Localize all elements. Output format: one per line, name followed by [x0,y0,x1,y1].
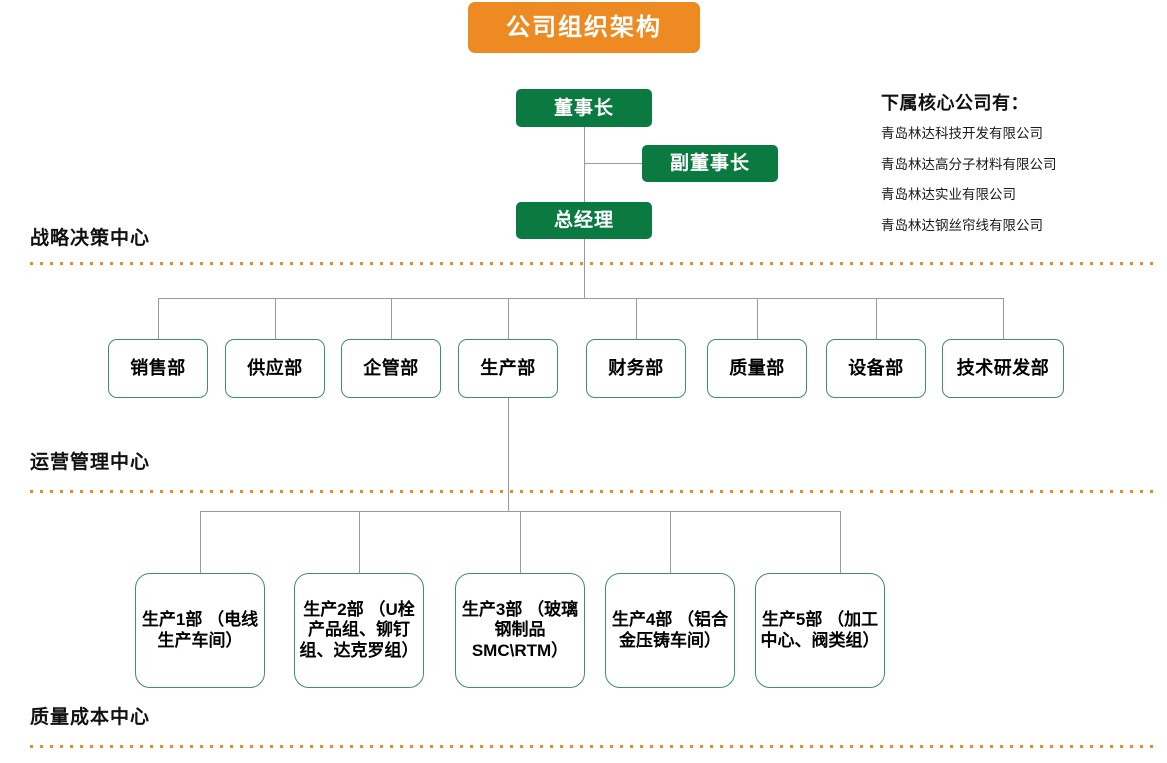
node-production-unit-3[interactable]: 生产3部 （玻璃钢制品SMC\RTM） [455,573,585,688]
connector-department-drop [876,298,877,339]
node-department-supply[interactable]: 供应部 [225,339,325,398]
node-production-unit-label: 生产5部 （加工中心、阀类组） [760,610,880,650]
node-production-unit-label: 生产2部 （U栓产品组、铆钉组、达克罗组） [299,600,419,660]
subsidiaries-heading: 下属核心公司有： [881,93,1029,113]
connector-department-drop [275,298,276,339]
node-department-label: 供应部 [247,357,303,378]
node-department-finance[interactable]: 财务部 [586,339,686,398]
section-divider-operations [30,490,1160,493]
node-production-unit-1[interactable]: 生产1部 （电线生产车间） [135,573,265,688]
connector-production-drop [359,511,360,573]
node-production-unit-2[interactable]: 生产2部 （U栓产品组、铆钉组、达克罗组） [294,573,424,688]
node-vice-chairman-label: 副董事长 [669,153,750,174]
node-department-label: 设备部 [848,357,904,378]
node-vice-chairman[interactable]: 副董事长 [642,145,778,182]
connector-department-bar [158,298,1003,299]
connector-department-drop [391,298,392,339]
node-department-label: 财务部 [608,357,664,378]
connector-department-drop [1003,298,1004,339]
node-chairman-label: 董事长 [553,97,614,119]
connector-department-drop [636,298,637,339]
node-department-quality[interactable]: 质量部 [707,339,807,398]
section-divider-strategy [30,262,1160,265]
node-production-unit-5[interactable]: 生产5部 （加工中心、阀类组） [755,573,885,688]
node-general-manager-label: 总经理 [553,210,614,231]
node-department-sales[interactable]: 销售部 [108,339,208,398]
connector-department-drop [508,298,509,339]
page-title: 公司组织架构 [506,13,662,41]
node-production-unit-4[interactable]: 生产4部 （铝合金压铸车间） [605,573,735,688]
node-department-label: 生产部 [480,357,536,378]
section-divider-quality-cost [30,745,1160,748]
connector-production-drop [670,511,671,573]
subsidiary-item: 青岛林达高分子材料有限公司 [881,156,1057,172]
node-production-unit-label: 生产1部 （电线生产车间） [141,610,259,650]
node-department-label: 技术研发部 [956,357,1050,378]
connector-department-drop [158,298,159,339]
node-general-manager[interactable]: 总经理 [516,202,652,239]
node-department-enterprise-management[interactable]: 企管部 [341,339,441,398]
section-label-operations: 运营管理中心 [30,452,151,473]
connector-gm-to-departments [584,239,585,298]
node-production-unit-label: 生产4部 （铝合金压铸车间） [611,610,729,650]
node-production-unit-label: 生产3部 （玻璃钢制品SMC\RTM） [461,600,579,660]
node-department-equipment[interactable]: 设备部 [826,339,926,398]
connector-production-trunk [508,398,509,512]
node-chairman[interactable]: 董事长 [516,89,652,127]
connector-department-drop [757,298,758,339]
connector-production-drop [520,511,521,573]
connector-production-drop [200,511,201,573]
connector-chairman-to-gm [584,127,585,202]
connector-production-drop [840,511,841,573]
node-department-label: 销售部 [130,357,186,378]
page-title-badge: 公司组织架构 [468,2,700,53]
subsidiaries-panel: 下属核心公司有： 青岛林达科技开发有限公司 青岛林达高分子材料有限公司 青岛林达… [881,94,1151,249]
node-department-technical-rd[interactable]: 技术研发部 [942,339,1064,398]
subsidiary-item: 青岛林达科技开发有限公司 [881,126,1043,141]
connector-chairman-to-vice [584,163,642,164]
node-department-label: 质量部 [729,357,785,378]
subsidiary-item: 青岛林达实业有限公司 [881,187,1016,202]
section-label-quality-cost: 质量成本中心 [30,707,151,728]
section-label-strategy: 战略决策中心 [30,228,151,249]
node-department-production[interactable]: 生产部 [458,339,558,398]
subsidiary-item: 青岛林达钢丝帘线有限公司 [881,217,1043,233]
node-department-label: 企管部 [363,357,419,378]
